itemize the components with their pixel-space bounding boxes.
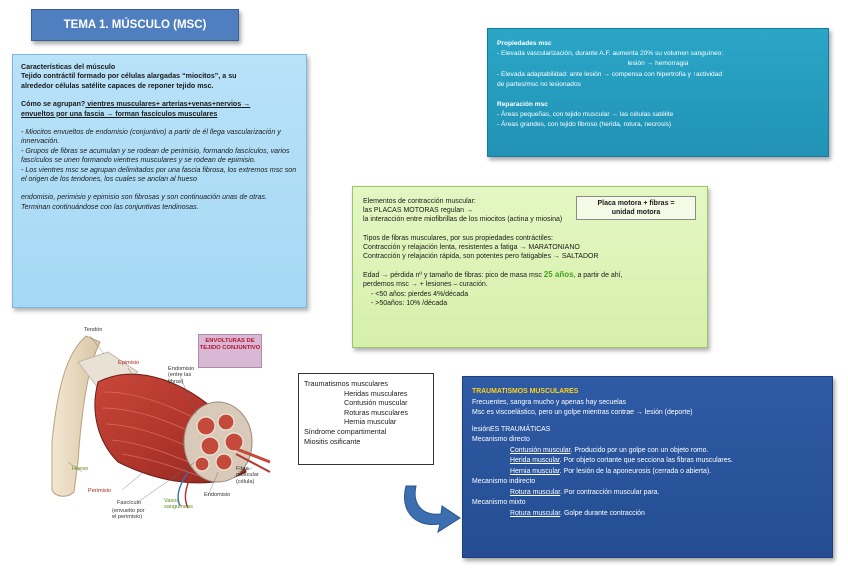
trauma-list-item: Heridas musculares [344,388,408,398]
muscle-anatomy-illustration [51,335,271,509]
rotura-mixto-desc: . Golpe durante contracción [560,509,645,517]
trauma-list-item: Roturas musculares [344,407,408,417]
label-tendon: Tendón [84,327,103,333]
traumatismos-list: Traumatismos musculares Heridas muscular… [298,373,434,465]
propiedades-heading: Propiedades msc [497,40,552,47]
trauma-list-miositis: Miositis osificante [304,436,361,446]
trauma-list-sindrome: Síndrome compartimental [304,426,387,436]
label-endomisio-top: Endomisio (entre las fibras) [168,366,195,385]
mecanismo-mixto: Mecanismo mixto [472,499,526,506]
edad-text-b: , a partir de ahí, [573,272,623,280]
page-title: TEMA 1. MÚSCULO (MSC) [31,9,239,41]
hernia-desc: . Por lesión de la aponeurosis (cerrada … [559,467,712,475]
placa-line-1: Placa motora + fibras = [597,200,675,207]
reparacion-line-2: - Áreas grandes, con tejido fibroso (her… [497,121,672,129]
caracteristicas-line-1: Tejido contráctil formado por células al… [21,72,237,81]
indirecto-item: Rotura muscular. Por contracción muscula… [472,488,823,499]
label-fasciculo-sub: (envuelto por el perimisio) [112,508,145,521]
mixto-item: Rotura muscular. Golpe durante contracci… [472,509,823,520]
directo-item-1: Contusión muscular. Producido por un gol… [472,446,823,457]
rotura-desc: . Por contracción muscular para. [560,488,660,496]
label-epimisio: Epimisio [118,360,140,366]
elementos-line-4: Tipos de fibras musculares, por sus prop… [363,234,553,242]
elementos-line-3: la interacción entre miofibrillas de los… [363,216,563,224]
agrupan-question: Cómo se agrupan? [21,100,86,109]
caracteristicas-bullet-2: - Grupos de fibras se acumulan y se rode… [21,146,290,165]
propiedades-line-1: - Elevada vascularización, durante A.F. … [497,50,724,58]
placa-motora-note: Placa motora + fibras = unidad motora [576,196,696,220]
caracteristicas-bullet-3: - Los vientres msc se agrupan delimitado… [21,165,297,184]
trauma-heading: TRAUMATISMOS MUSCULARES [472,388,579,395]
contusion-desc: . Producido por un golpe con un objeto r… [570,446,709,454]
label-fibra: Fibra muscular (célula) [236,466,259,485]
propiedades-line-2: - Elevada adaptabilidad: ante lesión → c… [497,70,723,78]
title-text: TEMA 1. MÚSCULO (MSC) [63,19,207,31]
trauma-line-2: Msc es viscoelástico, pero un golpe mien… [472,409,693,416]
directo-item-3: Hernia muscular. Por lesión de la aponeu… [472,467,823,478]
contusion-label: Contusión muscular [510,446,571,454]
elementos-line-8: perdemos msc → + lesiones – curación. [363,281,488,289]
hernia-label: Hernia muscular [510,467,560,475]
caracteristicas-bullet-4: endomisio, perimisio y epimisio son fibr… [21,193,268,211]
propiedades-panel: Propiedades msc - Elevada vascularizació… [487,28,829,157]
mecanismo-indirecto: Mecanismo indirecto [472,478,536,485]
elementos-line-9: - <50 años: pierdes 4%/década [371,290,469,298]
envolturas-label: ENVOLTURAS DE TEJIDO CONJUNTIVO [198,334,262,368]
herida-label: Herida muscular [510,457,560,464]
herida-desc: . Por objeto cortante que secciona las f… [559,457,733,464]
trauma-line-1: Frecuentes, sangra mucho y apenas hay se… [472,398,626,406]
placa-line-2: unidad motora [611,209,661,216]
label-hueso: Hueso [72,466,89,472]
elementos-line-2: las PLACAS MOTORAS regulan → [363,207,473,215]
edad-highlight: 25 años [543,270,574,280]
trauma-list-item: Hernia muscular [344,417,397,427]
curved-arrow-icon [404,485,461,534]
trauma-list-title: Traumatismos musculares [304,379,389,388]
label-vasos: Vasos sanguíneos [164,498,193,511]
caracteristicas-heading: Características del músculo [21,63,116,71]
elementos-line-5: Contracción y relajación lenta, resisten… [363,243,580,251]
mecanismo-directo: Mecanismo directo [472,436,530,443]
propiedades-line-1b: lesión → hemorragia [627,60,689,68]
directo-item-2: Herida muscular. Por objeto cortante que… [472,456,823,467]
caracteristicas-line-2: alrededor células satélite capaces de re… [21,81,214,90]
elementos-line-1: Elementos de contracción muscular: [363,198,476,205]
label-perimisio: Perimisio [88,488,112,494]
elementos-line-7: Edad → pérdida nº y tamaño de fibras: pi… [363,270,697,280]
trauma-lesiones: lesiónES TRAUMÁTICAS [472,425,551,433]
label-fasciculo: Fascículo [117,500,141,506]
trauma-list-item: Contusión muscular [344,398,408,408]
edad-text-a: Edad → pérdida nº y tamaño de fibras: pi… [363,272,544,280]
agrupan-line-1: Cómo se agrupan? vientres musculares+ ar… [21,100,298,109]
propiedades-line-2b: de partes/msc no lesionados [497,80,581,88]
label-endomisio: Endomisio [204,492,231,498]
caracteristicas-bullet-1: - Miocitos envueltos de endomisio (conju… [21,128,281,146]
traumatismos-panel: TRAUMATISMOS MUSCULARES Frecuentes, sang… [462,376,833,558]
caracteristicas-panel: Características del músculo Tejido contr… [12,54,307,308]
agrupan-answer-1: vientres musculares+ arterias+venas+nerv… [85,100,251,109]
reparacion-line-1: - Áreas pequeñas, con tejido muscular → … [497,111,674,119]
rotura-mixto-label: Rotura muscular [510,509,561,517]
rotura-label: Rotura muscular [510,488,561,496]
elementos-line-10: - >50años: 10% /década [371,299,448,307]
reparacion-heading: Reparación msc [497,101,548,109]
agrupan-answer-2: envueltos por una fascia → forman fascíc… [21,109,218,118]
elementos-line-6: Contracción y relajación rápida, son pot… [363,253,599,261]
